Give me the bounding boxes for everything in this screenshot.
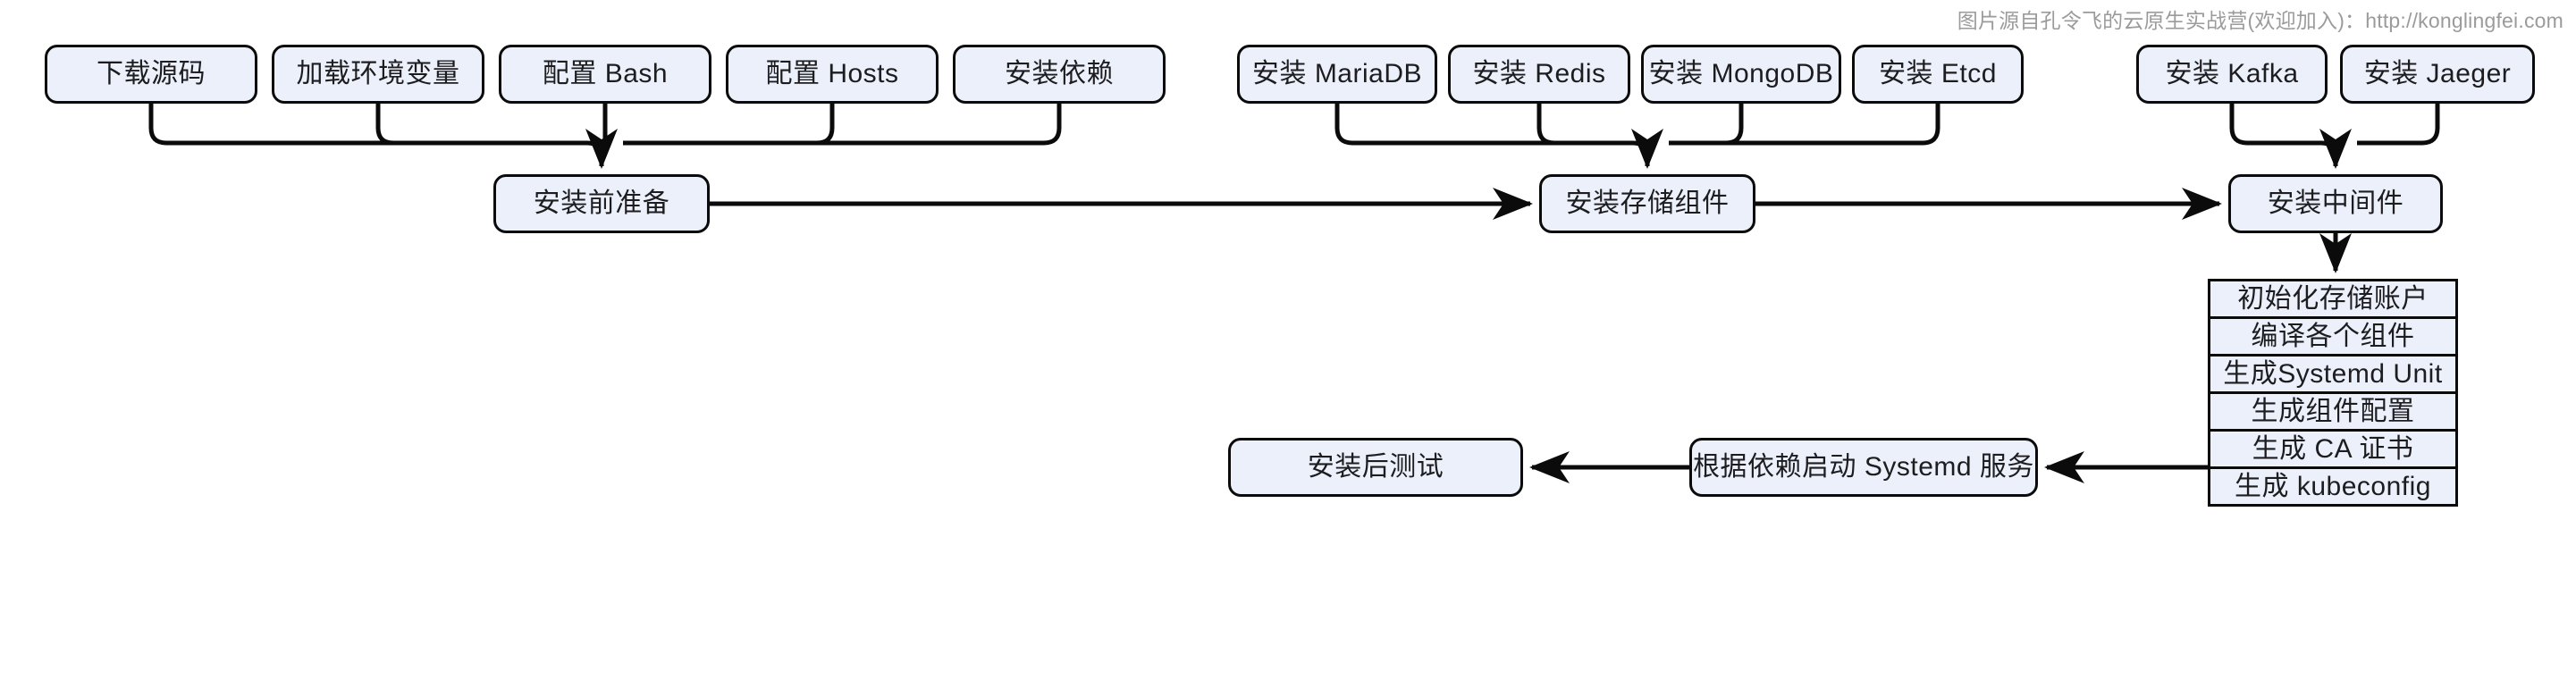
edge-download-to-prepare (148, 104, 587, 146)
edge-mongodb-to-storage (1669, 104, 1744, 146)
edge-prepare-merge (585, 129, 618, 170)
node-pre-install-preparation[interactable]: 安装前准备 (493, 174, 710, 233)
node-label: 安装 Jaeger (2363, 59, 2512, 88)
node-label: 编译各个组件 (2251, 321, 2415, 351)
node-label: 安装 Etcd (1879, 59, 1997, 88)
node-configure-hosts[interactable]: 配置 Hosts (726, 45, 939, 104)
build-steps-stack: 初始化存储账户 编译各个组件 生成Systemd Unit 生成组件配置 生成 … (2208, 279, 2458, 507)
node-install-kafka[interactable]: 安装 Kafka (2136, 45, 2328, 104)
edge-storage-merge (1631, 129, 1663, 170)
node-install-middleware[interactable]: 安装中间件 (2228, 174, 2443, 233)
node-label: 安装中间件 (2267, 189, 2404, 218)
node-install-storage-components[interactable]: 安装存储组件 (1539, 174, 1755, 233)
node-label: 安装 Kafka (2165, 59, 2299, 88)
node-install-mongodb[interactable]: 安装 MongoDB (1641, 45, 1841, 104)
node-compile-components[interactable]: 编译各个组件 (2208, 316, 2458, 357)
node-init-storage-account[interactable]: 初始化存储账户 (2208, 279, 2458, 319)
node-label: 配置 Hosts (765, 59, 899, 88)
edge-middleware-merge (2319, 129, 2352, 170)
edge-hosts-to-prepare (623, 104, 835, 146)
edge-jaeger-to-middleware (2357, 104, 2440, 146)
edge-mariadb-to-storage (1334, 104, 1633, 146)
edge-redis-to-storage (1536, 104, 1633, 146)
node-label: 安装依赖 (1005, 59, 1114, 88)
node-generate-ca-certificate[interactable]: 生成 CA 证书 (2208, 429, 2458, 469)
node-label: 下载源码 (97, 59, 206, 88)
node-label: 加载环境变量 (296, 59, 460, 88)
node-label: 安装 MariaDB (1251, 59, 1423, 88)
node-install-redis[interactable]: 安装 Redis (1448, 45, 1630, 104)
node-install-mariadb[interactable]: 安装 MariaDB (1237, 45, 1437, 104)
node-install-etcd[interactable]: 安装 Etcd (1852, 45, 2024, 104)
edge-kafka-to-middleware (2229, 104, 2321, 146)
node-post-install-test[interactable]: 安装后测试 (1228, 438, 1523, 497)
node-label: 生成组件配置 (2251, 396, 2415, 426)
node-generate-systemd-unit[interactable]: 生成Systemd Unit (2208, 354, 2458, 394)
node-label: 生成 CA 证书 (2252, 433, 2414, 464)
node-generate-component-config[interactable]: 生成组件配置 (2208, 391, 2458, 432)
node-label: 安装前准备 (533, 189, 670, 218)
node-label: 安装后测试 (1307, 452, 1444, 482)
node-generate-kubeconfig[interactable]: 生成 kubeconfig (2208, 466, 2458, 507)
node-install-dependencies[interactable]: 安装依赖 (953, 45, 1166, 104)
node-label: 生成 kubeconfig (2235, 471, 2431, 501)
edge-etcd-to-storage (1669, 104, 1940, 146)
node-label: 安装 MongoDB (1648, 59, 1834, 88)
node-start-systemd-services[interactable]: 根据依赖启动 Systemd 服务 (1689, 438, 2038, 497)
node-label: 初始化存储账户 (2237, 283, 2429, 314)
node-download-source[interactable]: 下载源码 (45, 45, 257, 104)
watermark-text: 图片源自孔令飞的云原生实战营(欢迎加入)：http://konglingfei.… (1957, 9, 2563, 32)
node-label: 安装存储组件 (1565, 189, 1730, 218)
node-install-jaeger[interactable]: 安装 Jaeger (2340, 45, 2535, 104)
node-label: 安装 Redis (1472, 59, 1606, 88)
node-label: 生成Systemd Unit (2223, 358, 2443, 389)
node-label: 配置 Bash (542, 59, 669, 88)
edge-deps-to-prepare (623, 104, 1062, 146)
edge-env-to-prepare (375, 104, 587, 146)
node-load-env-vars[interactable]: 加载环境变量 (272, 45, 484, 104)
node-label: 根据依赖启动 Systemd 服务 (1693, 452, 2034, 482)
node-configure-bash[interactable]: 配置 Bash (499, 45, 711, 104)
